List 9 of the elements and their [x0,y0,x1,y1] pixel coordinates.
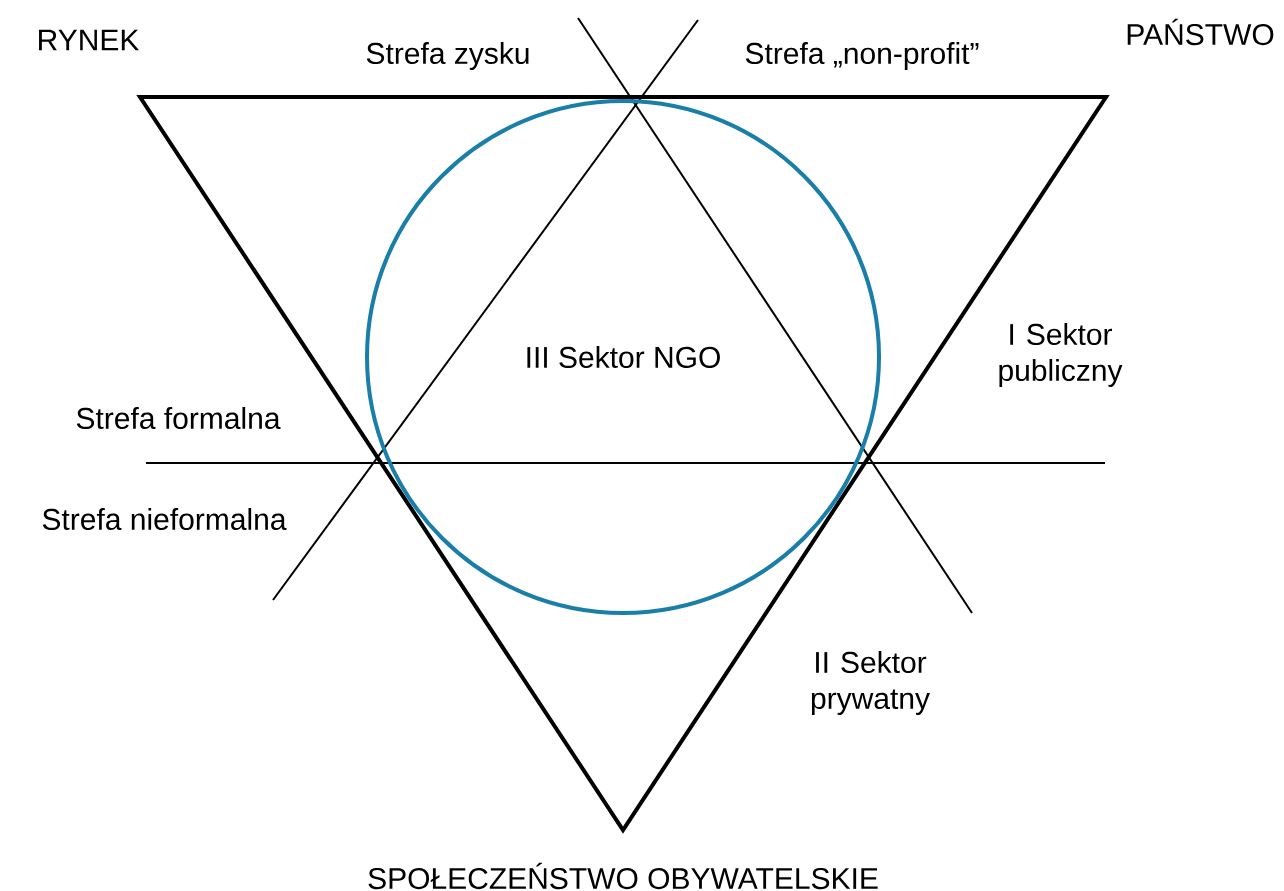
zone-label: Strefa nieformalna [42,508,287,530]
corner-label: RYNEK [39,29,140,51]
zone-label: Strefa zysku [366,42,529,70]
corner-label: PAŃSTWO [1127,18,1274,46]
sector-label: I Sektor publiczny [999,323,1123,387]
corner-label: SPOŁECZEŃSTWO OBYWATELSKIE [368,862,878,890]
sector-label: II Sektor prywatny [811,651,930,715]
zone-label: Strefa formalna [76,407,281,429]
zone-label: Strefa „non-profit” [745,42,979,70]
